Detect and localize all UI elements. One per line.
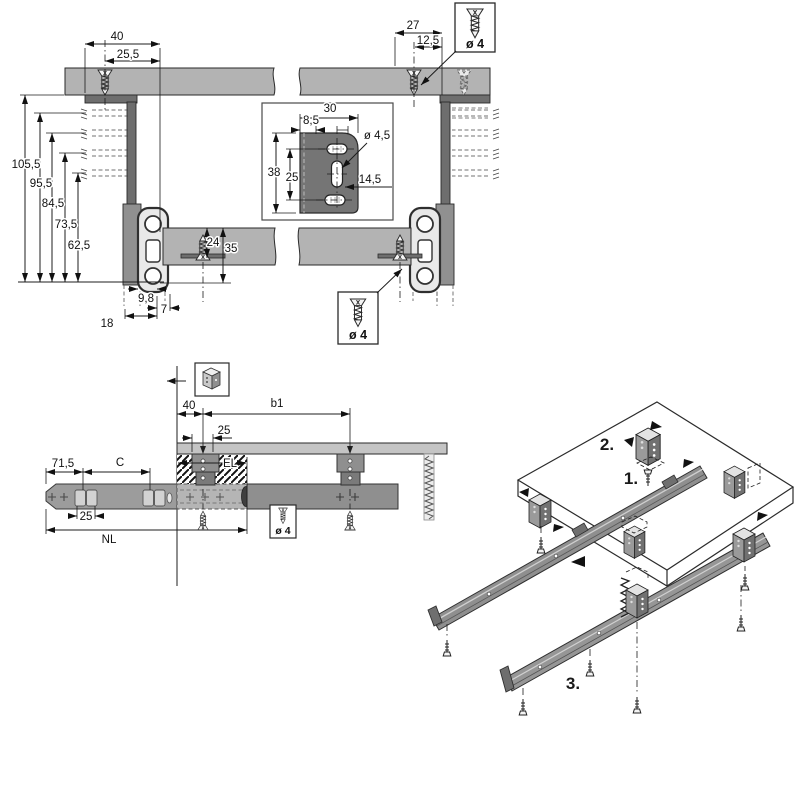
plan-dimensions bbox=[45, 408, 351, 534]
dim-label: ø 4,5 bbox=[364, 130, 390, 142]
dim-label: 24 bbox=[207, 237, 220, 249]
screw-diameter-label: ø 4 bbox=[349, 328, 367, 342]
table-panel bbox=[516, 401, 795, 587]
step-label: 3. bbox=[566, 674, 580, 693]
bracket-detail-dimensions bbox=[272, 114, 392, 214]
corner-bracket bbox=[732, 527, 756, 563]
step-label: 1. bbox=[624, 469, 638, 488]
cross-section-view: 40 25,5 27 12,5 105,5 95,5 84,5 73,5 62,… bbox=[10, 2, 500, 345]
screw-spec-box-bottom: ø 4 bbox=[337, 268, 403, 345]
bracket-3d-icon bbox=[202, 367, 221, 390]
dim-label: 12,5 bbox=[417, 35, 439, 47]
left-slide-profile bbox=[136, 206, 170, 301]
screw-spec-box-top: ø 4 bbox=[420, 2, 496, 86]
front-rail-bar bbox=[176, 442, 448, 455]
plan-left-bracket bbox=[191, 446, 220, 486]
dim-label: 84,5 bbox=[42, 198, 64, 210]
dim-label: b1 bbox=[271, 398, 284, 410]
assembly-iso-view: 2. 1. 3. bbox=[427, 401, 795, 716]
dim-label: 9,8 bbox=[138, 293, 154, 305]
plan-right-bracket bbox=[336, 446, 365, 486]
screw-diameter-label: ø 4 bbox=[275, 525, 290, 537]
dim-label: 30 bbox=[324, 103, 337, 115]
dim-label: NL bbox=[102, 534, 117, 546]
cross-section-dim-labels: 40 25,5 27 12,5 105,5 95,5 84,5 73,5 62,… bbox=[10, 19, 441, 332]
dim-label: 95,5 bbox=[30, 178, 52, 190]
dim-label: 25 bbox=[80, 511, 93, 523]
dim-label: 71,5 bbox=[52, 458, 74, 470]
dim-label: 18 bbox=[101, 318, 114, 330]
cross-section-dimensions bbox=[18, 30, 443, 319]
reference-arrow bbox=[167, 377, 186, 385]
corner-bracket bbox=[623, 525, 646, 559]
corner-bracket bbox=[528, 493, 552, 529]
corner-bracket bbox=[625, 583, 649, 619]
dim-label: 35 bbox=[225, 243, 238, 255]
screw-spec-box-plan: ø 4 bbox=[269, 504, 297, 539]
direction-arrows bbox=[519, 421, 768, 567]
dim-label: 27 bbox=[407, 20, 420, 32]
upper-slide-rail bbox=[427, 465, 708, 631]
dim-label: 7 bbox=[161, 304, 167, 316]
corner-bracket bbox=[723, 465, 746, 499]
plan-view: 40 b1 25 EL 71,5 C 25 NL ø 4 bbox=[45, 362, 448, 586]
dim-label: 40 bbox=[183, 400, 196, 412]
dim-label: 62,5 bbox=[68, 240, 90, 252]
dim-label: 14,5 bbox=[359, 174, 381, 186]
dim-label: 25 bbox=[218, 425, 231, 437]
dim-label: 40 bbox=[111, 31, 124, 43]
screw-diameter-label: ø 4 bbox=[466, 37, 484, 51]
spring-strip bbox=[423, 453, 435, 521]
dim-label: 38 bbox=[268, 167, 281, 179]
slide-rail-plan bbox=[45, 483, 399, 510]
dim-label: 8,5 bbox=[303, 115, 319, 127]
step-label: 2. bbox=[600, 435, 614, 454]
dim-label: EL bbox=[223, 458, 238, 470]
bracket-icon-box bbox=[194, 362, 230, 397]
dim-label: C bbox=[116, 457, 124, 469]
dim-label: 73,5 bbox=[55, 219, 77, 231]
bracket-detail-box: 30 8,5 ø 4,5 38 25 14,5 bbox=[261, 102, 394, 221]
dim-label: 25 bbox=[286, 172, 299, 184]
dim-label: 25,5 bbox=[117, 49, 139, 61]
dim-label: 105,5 bbox=[12, 159, 41, 171]
